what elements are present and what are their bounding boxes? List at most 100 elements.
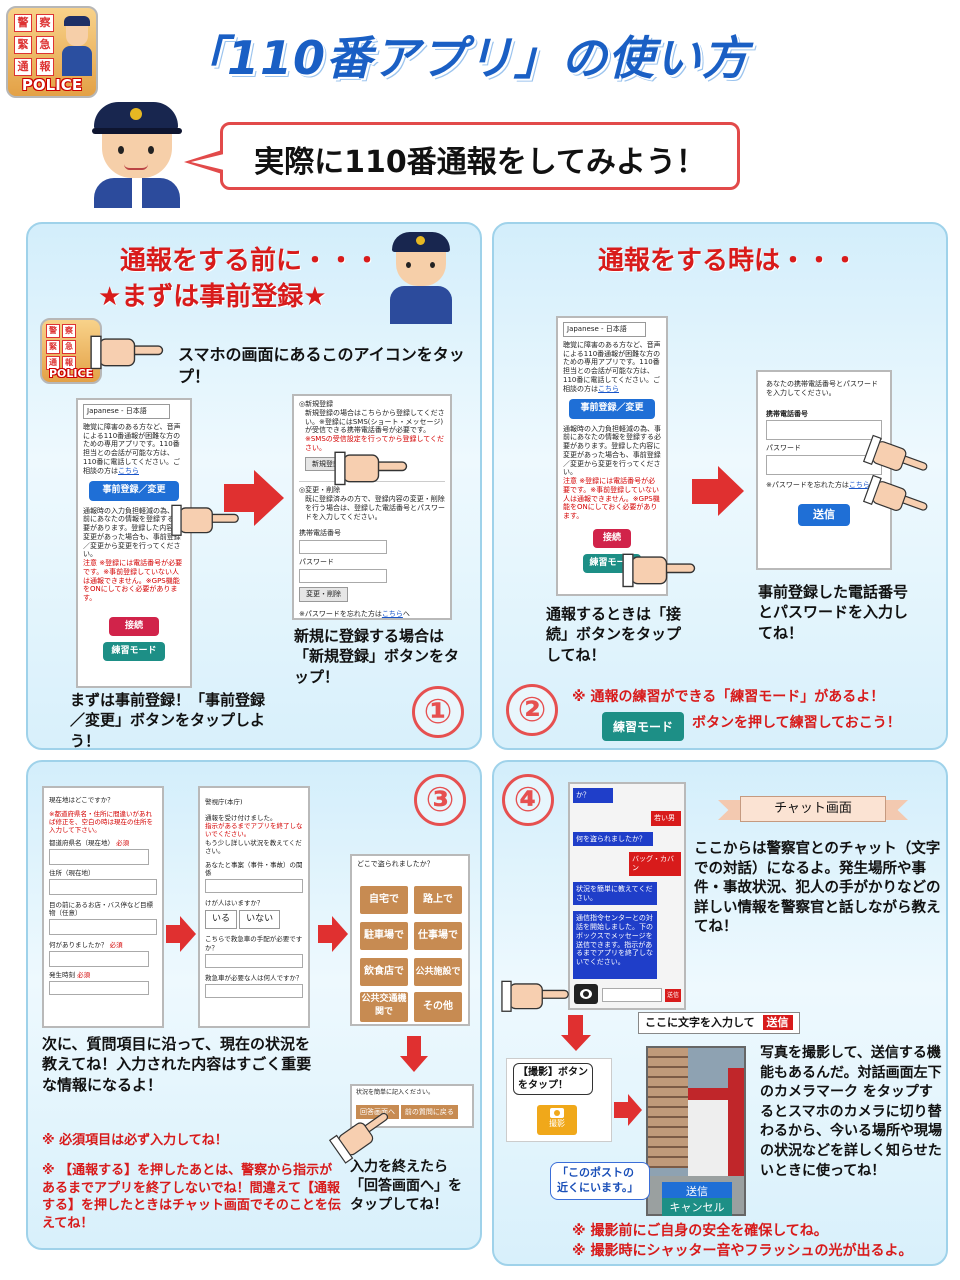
icon-cell: 通: [14, 58, 32, 76]
place-option[interactable]: 仕事場で: [414, 922, 462, 950]
camera-icon[interactable]: [574, 984, 598, 1004]
panel3-main-text: 次に、質問項目に沿って、現在の状況を教えてね！入力された内容はすごく重要な情報に…: [42, 1035, 312, 1094]
pointing-hand-icon: [622, 551, 696, 588]
chat-message-user: バッグ・カバン: [629, 852, 681, 876]
icon-police-label: POLICE: [48, 367, 94, 380]
chat-message-agent: 通信指令センターとの対話を開始しました。下のボックスでメッセージを送信できます。…: [573, 911, 657, 980]
photo-send-button[interactable]: 送信: [662, 1182, 732, 1200]
places-question: どこで盗られましたか？: [357, 860, 434, 868]
caution-text: 注意 ※登録には電話番号が必要です。※事前登録していない人は通報できません。※G…: [83, 559, 183, 602]
step-number-2: ②: [506, 684, 558, 736]
icon-cell: 報: [62, 356, 76, 370]
injured-no-button[interactable]: いない: [239, 910, 281, 930]
register-note: 通報時の入力負担軽減の為、事前にあなたの情報を登録する必要があります。登録した内…: [83, 506, 181, 559]
phone-number-label: 携帯電話番号: [299, 529, 341, 538]
change-delete-button[interactable]: 変更・削除: [299, 586, 348, 602]
ambulance-select[interactable]: [205, 953, 303, 968]
pointing-hand-icon: [334, 449, 408, 486]
place-option[interactable]: 公共交通機関で: [360, 992, 408, 1022]
new-registration-title: ◎新規登録: [299, 400, 334, 408]
language-select[interactable]: Japanese - 日本語: [83, 404, 170, 419]
connect-button[interactable]: 接続: [593, 528, 631, 548]
forgot-password-text: ※パスワードを忘れた方はこちらへ: [766, 481, 877, 489]
camera-icon: [550, 1108, 564, 1118]
phone-number-input[interactable]: [299, 540, 387, 554]
place-option[interactable]: その他: [414, 992, 462, 1022]
people-select[interactable]: [205, 983, 303, 998]
input-hint-send: 送信: [762, 1015, 793, 1030]
address-input[interactable]: [49, 878, 157, 895]
panel1-heading-line2: ★まずは事前登録★: [98, 282, 327, 312]
chat-text-input[interactable]: [602, 988, 662, 1002]
photo-shoot-button[interactable]: 撮影: [537, 1105, 577, 1135]
register-note: 通報時の入力負担軽減の為、事前にあなたの情報を登録する必要があります。登録した内…: [563, 424, 661, 477]
page-title: 「110番アプリ」の使い方: [180, 31, 750, 85]
icon-cell: 緊: [14, 36, 32, 54]
forgot-password-link[interactable]: こちら: [848, 481, 870, 489]
pointing-hand-icon: [90, 333, 164, 370]
password-input[interactable]: [299, 568, 387, 583]
place-option[interactable]: 駐車場で: [360, 922, 408, 950]
do-not-close-text: 指示があるまでアプリを終了しないでください。: [205, 822, 303, 839]
red-arrow-icon: [166, 916, 196, 952]
app-description: 聴覚に障害のある方など、音声による110番通報が困難な方のための専用アプリです。…: [83, 422, 181, 475]
speech-text: 実際に110番通報をしてみよう！: [254, 145, 706, 180]
phone-screen-location: 現在地はどこですか？ ※都道府県名・住所に間違いがあれば修正を、空白の時は現在の…: [42, 786, 164, 1028]
photo-button-card: 【撮影】ボタンをタップ！ 撮影: [506, 1058, 612, 1142]
step-number-1: ①: [412, 686, 464, 738]
icon-cell: 通: [46, 356, 60, 370]
step-number-4: ④: [502, 774, 554, 826]
pointing-hand-icon: [501, 978, 569, 1012]
panel4-note1: ※ 撮影前にご自身の安全を確保してね。: [572, 1223, 828, 1239]
new-registration-desc: 新規登録の場合はこちらから登録してください。※登録にはSMS(ショート・メッセー…: [305, 408, 445, 435]
chat-send-button[interactable]: 送信: [664, 988, 681, 1002]
panel1-icon-instruction: スマホの画面にあるこのアイコンをタップ！: [178, 345, 465, 386]
panel4-chat-text: ここからは警察官とのチャット（文字での対話）になるよ。発生場所や事件・事故状況、…: [694, 841, 941, 936]
practice-mode-button[interactable]: 練習モード: [103, 642, 165, 662]
forgot-password-link[interactable]: こちら: [381, 609, 403, 618]
red-arrow-down-icon: [400, 1036, 428, 1072]
panel2-heading: 通報をする時は・・・: [598, 246, 859, 276]
back-question-button[interactable]: 前の質問に戻る: [400, 1104, 458, 1120]
phone-screen-home: Japanese - 日本語 聴覚に障害のある方など、音声による110番通報が困…: [76, 398, 192, 688]
place-option[interactable]: 飲食店で: [360, 958, 408, 986]
panel2-note-line2: ボタンを押して練習しておこう！: [692, 715, 901, 731]
red-arrow-icon: [614, 1094, 642, 1126]
place-option[interactable]: 公共施設で: [414, 958, 462, 986]
icon-cell: 察: [36, 14, 54, 32]
relation-select[interactable]: [205, 879, 303, 893]
answer-note: 状況を簡単に記入ください。: [356, 1089, 435, 1096]
icon-cell: 警: [14, 14, 32, 32]
address-label: 住所（現在地）: [49, 868, 95, 877]
register-change-button[interactable]: 事前登録／変更: [569, 399, 655, 419]
send-button[interactable]: 送信: [798, 503, 850, 526]
time-input[interactable]: [49, 981, 149, 996]
icon-police-label: POLICE: [21, 76, 83, 94]
ambulance-label: こちらで救急車の手配が必要ですか？: [205, 935, 303, 952]
place-option[interactable]: 路上で: [414, 886, 462, 914]
place-option[interactable]: 自宅で: [360, 886, 408, 914]
panel4-photo-text: 写真を撮影して、送信する機能もあるんだ。対話画面左下のカメラマーク をタップする…: [760, 1045, 942, 1179]
connect-button[interactable]: 接続: [109, 616, 159, 636]
panel1-heading-line1: 通報をする前に・・・: [120, 246, 381, 276]
panel4-note2: ※ 撮影時にシャッター音やフラッシュの光が出るよ。: [572, 1243, 913, 1259]
register-change-button[interactable]: 事前登録／変更: [89, 481, 179, 501]
panel3-note1: ※ 必須項目は必ず入力してね！: [42, 1133, 228, 1148]
panel1-caption-bottom: まずは事前登録！「事前登録／変更」ボタンをタップしよう！: [70, 691, 266, 750]
chat-message-user: 若い男: [651, 810, 681, 826]
landmark-input[interactable]: [49, 919, 157, 935]
photo-shoot-label: 撮影: [549, 1119, 565, 1128]
panel1-caption-right: 新規に登録する場合は「新規登録」ボタンをタップ！: [294, 627, 460, 686]
phone-number-input[interactable]: [766, 420, 882, 441]
chat-message-agent: 状況を簡単に教えてください。: [573, 881, 657, 906]
caution-text: 注意 ※登録には電話番号が必要です。※事前登録していない人は通報できません。※G…: [563, 477, 660, 520]
photo-cancel-button[interactable]: キャンセル: [662, 1198, 732, 1216]
panel2-note-line1: ※ 通報の練習ができる「練習モード」があるよ！: [572, 689, 885, 705]
language-select[interactable]: Japanese - 日本語: [563, 322, 647, 337]
injured-yes-button[interactable]: いる: [205, 910, 238, 930]
chat-screen-label: チャット画面: [718, 796, 908, 824]
incident-select[interactable]: [49, 951, 149, 968]
photo-bubble: 【撮影】ボタンをタップ！: [513, 1063, 593, 1095]
app-description: 聴覚に障害のある方など、音声による110番通報が困難な方のための専用アプリです。…: [563, 340, 661, 393]
prefecture-select[interactable]: [49, 848, 149, 865]
